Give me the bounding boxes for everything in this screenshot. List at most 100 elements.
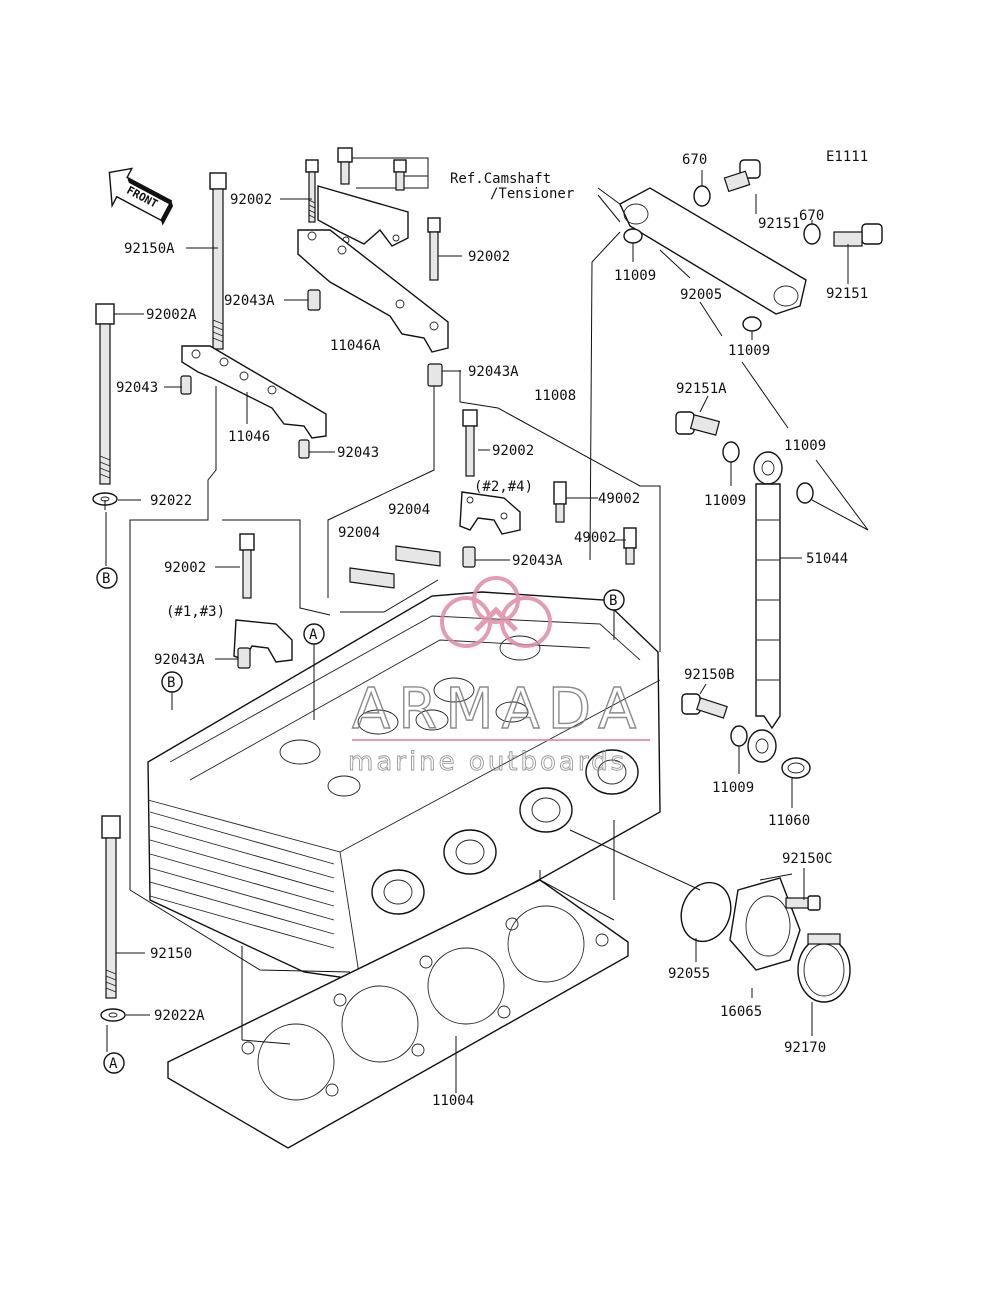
label-1-3: (#1,#3)	[166, 604, 225, 620]
label-11008: 11008	[534, 388, 576, 404]
watermark-tagline: marine outboards	[348, 747, 627, 777]
stud-92004-b	[349, 567, 395, 589]
label-11009-a: 11009	[614, 268, 656, 284]
ref-b-right: B	[603, 589, 625, 611]
label-92043A-b: 92043A	[468, 364, 519, 380]
intake-port-1	[371, 869, 425, 915]
bolt-92151A	[675, 411, 721, 436]
fitting-49002-b	[623, 527, 637, 565]
label-92150: 92150	[150, 946, 192, 962]
label-92022: 92022	[150, 493, 192, 509]
svg-text:B: B	[609, 593, 617, 609]
label-11009-c: 11009	[784, 438, 826, 454]
label-92043-b: 92043	[337, 445, 379, 461]
label-92002A: 92002A	[146, 307, 197, 323]
label-92005: 92005	[680, 287, 722, 303]
camshaft-cap-11046	[181, 345, 327, 439]
svg-text:B: B	[102, 571, 110, 587]
gasket-11009-b	[742, 316, 762, 332]
part-labels: 670 92151 670 92151 92002 92002 92150A 9…	[116, 152, 868, 1109]
gasket-11009-a	[623, 228, 643, 244]
ref-b-mid: B	[161, 671, 183, 693]
gasket-11009-e	[730, 725, 748, 747]
bolt-92150	[101, 815, 121, 999]
label-92022A: 92022A	[154, 1008, 205, 1024]
label-49002-b: 49002	[574, 530, 616, 546]
bolt-cap-top-2	[393, 159, 407, 191]
ref-a-bottom: A	[103, 1052, 125, 1074]
bolt-92151-top	[723, 159, 761, 193]
dowel-92043A-d	[237, 647, 251, 669]
dowel-92043A-a	[307, 289, 321, 311]
dowel-92043A-b	[427, 363, 443, 387]
bolt-92150C	[785, 895, 821, 911]
watermark-brand: ARMADA	[352, 677, 644, 742]
label-92002-mid: 92002	[468, 249, 510, 265]
svg-text:A: A	[109, 1056, 118, 1072]
label-11009-d: 11009	[704, 493, 746, 509]
dowel-92043	[180, 375, 192, 395]
bolt-92002-d	[239, 533, 255, 599]
label-11004: 11004	[432, 1093, 474, 1109]
watermark: ARMADA marine outboards	[348, 576, 650, 777]
dowel-92043-b	[298, 439, 310, 459]
ref-tensioner-note: /Tensioner	[490, 186, 574, 202]
label-11060: 11060	[768, 813, 810, 829]
label-11009-b: 11009	[728, 343, 770, 359]
o-ring-670-b	[803, 223, 821, 245]
label-92150B: 92150B	[684, 667, 735, 683]
label-92170: 92170	[784, 1040, 826, 1056]
leader-lines	[104, 170, 869, 1093]
bolt-92002A	[95, 303, 115, 485]
label-11009-e: 11009	[712, 780, 754, 796]
intake-port-2	[443, 829, 497, 875]
carburetor-holder-16065	[729, 877, 801, 971]
label-92151-b: 92151	[826, 286, 868, 302]
label-92150C: 92150C	[782, 851, 833, 867]
label-92043: 92043	[116, 380, 158, 396]
cylinder-head	[147, 591, 661, 981]
label-2-4: (#2,#4)	[474, 479, 533, 495]
diagram-code: E1111	[826, 149, 868, 165]
label-92043A-c: 92043A	[512, 553, 563, 569]
label-92151A: 92151A	[676, 381, 727, 397]
label-92043A-d: 92043A	[154, 652, 205, 668]
oil-hose-51044	[747, 451, 783, 763]
label-670-b: 670	[799, 208, 824, 224]
label-92150A: 92150A	[124, 241, 175, 257]
oil-pipe-92005	[619, 187, 807, 315]
intake-port-3	[519, 787, 573, 833]
bolt-cap-top	[337, 147, 353, 185]
ref-a-mid: A	[303, 623, 325, 645]
bolt-92002-top	[305, 159, 319, 223]
fitting-49002-a	[553, 481, 567, 523]
washer-92022A	[100, 1008, 126, 1022]
gasket-11009-d	[796, 482, 814, 504]
bolt-92150B	[681, 693, 728, 719]
bolt-92002-mid	[427, 217, 441, 281]
svg-text:B: B	[167, 675, 175, 691]
label-92004-a: 92004	[388, 502, 430, 518]
label-92055: 92055	[668, 966, 710, 982]
label-51044: 51044	[806, 551, 848, 567]
o-ring-92055	[680, 881, 732, 943]
front-arrow-icon: FRONT	[108, 167, 173, 226]
label-49002-a: 49002	[598, 491, 640, 507]
label-92004-b: 92004	[338, 525, 380, 541]
watermark-logo-icon	[440, 576, 552, 648]
svg-text:A: A	[309, 627, 318, 643]
label-92151-a: 92151	[758, 216, 800, 232]
ref-bracket	[356, 157, 429, 189]
bolt-92150A	[209, 172, 227, 350]
o-ring-670-a	[693, 185, 711, 207]
label-16065: 16065	[720, 1004, 762, 1020]
gasket-11009-c	[722, 441, 740, 463]
bolt-92151-right	[833, 223, 883, 247]
dowel-92043A-c	[462, 546, 476, 568]
label-670-a: 670	[682, 152, 707, 168]
sleeve-11060	[781, 757, 811, 779]
label-11046: 11046	[228, 429, 270, 445]
label-92043A-a: 92043A	[224, 293, 275, 309]
